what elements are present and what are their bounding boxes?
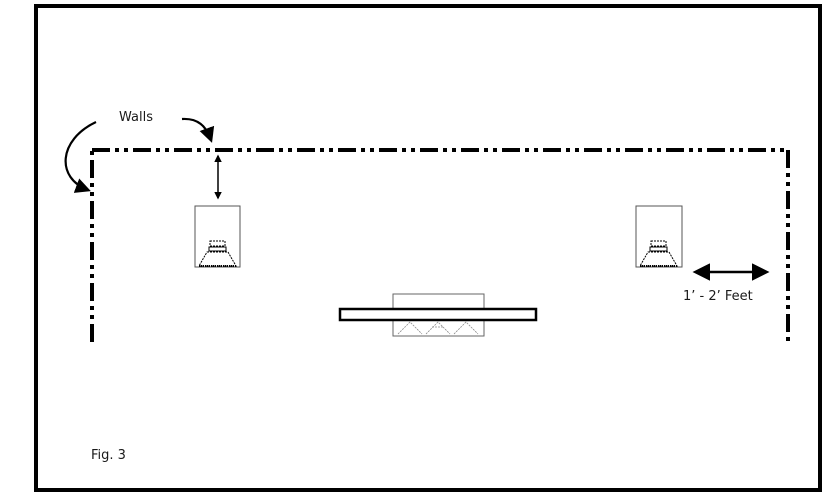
center-display [340,294,536,336]
walls-arrow-left [66,122,96,190]
figure-caption: Fig. 3 [91,448,126,463]
left-speaker [195,206,240,267]
figure-frame [36,6,820,490]
distance-label: 1’ - 2’ Feet [683,289,753,304]
display-screen-bar [340,309,536,320]
right-speaker [636,206,682,267]
walls-arrow-top [182,119,211,140]
walls-label: Walls [119,110,153,125]
